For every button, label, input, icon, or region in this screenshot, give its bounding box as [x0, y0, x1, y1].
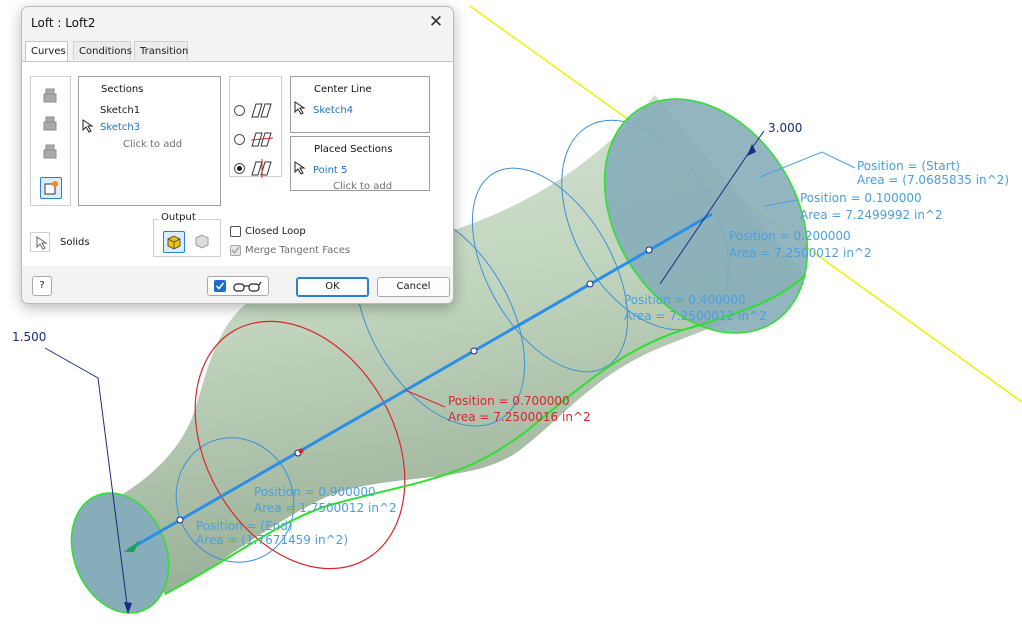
radio-area-loft[interactable] [234, 163, 245, 174]
help-button[interactable]: ? [32, 276, 52, 296]
cursor-icon [294, 101, 306, 115]
ok-button[interactable]: OK [296, 277, 369, 297]
loft-type-group [229, 76, 282, 178]
section-annotations[interactable]: Position = (Start)Area = (7.0685835 in^2… [196, 159, 1009, 547]
preview-toggle[interactable] [207, 276, 269, 296]
green-rail-curve[interactable] [164, 274, 806, 595]
close-icon[interactable]: ✕ [428, 12, 444, 32]
placed-sections-header: Placed Sections [314, 144, 393, 155]
closed-loop-label: Closed Loop [245, 226, 306, 237]
dimension-large-arrow [747, 144, 756, 156]
placed-sections-box[interactable]: Placed Sections Point 5 Click to add [290, 136, 430, 191]
radio-rails[interactable] [234, 105, 245, 116]
dimension-large[interactable] [659, 130, 765, 285]
cursor-icon [82, 119, 94, 133]
dialog-titlebar[interactable]: Loft : Loft2 ✕ [22, 7, 453, 37]
move-down-icon[interactable] [40, 114, 62, 136]
point-5-marker[interactable] [298, 448, 304, 454]
merge-tangent-label: Merge Tangent Faces [245, 245, 351, 256]
output-group [153, 219, 221, 257]
radio-center-line[interactable] [234, 134, 245, 145]
sections-add-prompt[interactable]: Click to add [123, 139, 183, 150]
cursor-icon [294, 161, 306, 175]
placed-section-item[interactable]: Point 5 [313, 165, 348, 176]
preview-checkbox[interactable] [214, 280, 226, 292]
rails-loft-icon [251, 103, 272, 118]
dialog-title: Loft : Loft2 [31, 16, 96, 30]
path-start-arrow [124, 540, 140, 552]
dimension-small-arrow [124, 602, 132, 614]
center-line-item[interactable]: Sketch4 [313, 105, 354, 116]
merge-tangent-checkbox[interactable] [230, 245, 241, 256]
annotation-leaders [404, 151, 856, 408]
tab-transition[interactable]: Transition [134, 41, 188, 60]
curves-panel: Sections Sketch1 Sketch3 Click to add Ce… [22, 61, 453, 267]
dialog-footer: ? OK Cancel [22, 266, 453, 303]
center-line-header: Center Line [314, 84, 372, 95]
section-item-sketch3[interactable]: Sketch3 [100, 122, 141, 133]
center-line-loft-icon [250, 132, 274, 147]
move-up-icon[interactable] [40, 86, 62, 108]
surface-output-icon[interactable] [192, 231, 214, 253]
annotation-start: Position = (Start)Area = (7.0685835 in^2… [857, 159, 1009, 187]
selected-section-profile[interactable] [153, 284, 448, 607]
sections-header: Sections [101, 84, 144, 95]
cursor-icon [36, 236, 48, 250]
tab-conditions[interactable]: Conditions [73, 41, 132, 60]
closed-loop-checkbox[interactable] [230, 226, 241, 237]
center-line[interactable] [127, 212, 713, 552]
solid-output-icon[interactable] [163, 231, 185, 253]
loft-dialog: Loft : Loft2 ✕ Curves Conditions Transit… [21, 6, 454, 304]
dimension-large-value[interactable]: 3.000 [768, 121, 802, 135]
placed-sections-add-prompt[interactable]: Click to add [333, 181, 393, 191]
cancel-button[interactable]: Cancel [377, 277, 450, 297]
solids-selector[interactable] [30, 232, 50, 252]
tab-curves[interactable]: Curves [25, 41, 68, 62]
sections-list[interactable]: Sections Sketch1 Sketch3 Click to add [78, 76, 221, 206]
output-label: Output [159, 212, 198, 223]
dimension-small-value[interactable]: 1.500 [12, 330, 46, 344]
area-loft-icon [251, 159, 272, 178]
section-tools [30, 76, 71, 206]
glasses-icon [233, 281, 262, 292]
section-item-sketch1[interactable]: Sketch1 [100, 105, 141, 116]
remove-section-icon[interactable] [40, 142, 62, 164]
point-to-section-icon[interactable] [40, 177, 62, 199]
dimension-small[interactable] [44, 347, 129, 613]
solids-label: Solids [60, 237, 90, 248]
annotation-end: Position = (End)Area = (1.7671459 in^2) [196, 519, 348, 547]
center-line-box[interactable]: Center Line Sketch4 [290, 76, 430, 133]
